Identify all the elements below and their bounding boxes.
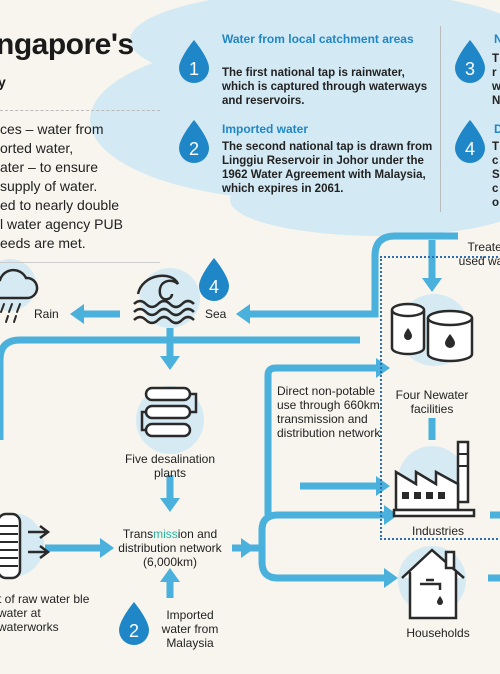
water-drop-2-icon: 2 [179, 120, 209, 163]
transmission-text: ion and [177, 527, 218, 541]
tap2-title: Imported water [222, 122, 309, 136]
house-icon [401, 548, 465, 620]
tap3-line: r [492, 67, 497, 79]
waterworks-label: t of raw water ble water at waterworks [0, 592, 90, 634]
page-title: ngapore's [0, 28, 134, 61]
tap-number: 4 [209, 277, 219, 297]
tap3-title: N [494, 32, 500, 46]
tap3-line: w [492, 81, 500, 93]
imported-water-label: Imported water from Malaysia [161, 608, 219, 650]
intro-line: supply of water. [0, 178, 98, 194]
industries-label: Industries [411, 524, 465, 538]
transmission-text: Trans [122, 527, 154, 541]
water-drop-2-icon: 2 [119, 602, 149, 645]
tap4-line: T [492, 141, 500, 153]
sea-wave-icon [133, 274, 195, 325]
waterworks-icon [0, 512, 51, 580]
divider [0, 110, 160, 111]
tap-number: 2 [129, 621, 139, 641]
intro-line: ces – water from [0, 121, 104, 137]
intro-text: ces – water from orted water, ater – to … [0, 120, 170, 253]
water-drop-3-icon: 3 [455, 40, 485, 83]
intro-line: ater – to ensure [0, 159, 99, 175]
page-subtitle: y [0, 74, 6, 90]
direct-use-label: Direct non-potable use through 660km tra… [277, 384, 381, 440]
sea-label: Sea [205, 307, 227, 321]
factory-icon [392, 440, 476, 518]
tap1-title: Water from local catchment areas [222, 32, 414, 46]
transmission-text: (6,000km) [142, 555, 198, 569]
tap2-body: The second national tap is drawn from Li… [222, 141, 433, 195]
tap4-line: o [492, 197, 500, 209]
transmission-text: miss [153, 527, 178, 541]
water-drop-1-icon: 1 [179, 40, 209, 83]
tap4-line: c [492, 155, 499, 167]
tap3-line: T [492, 53, 500, 65]
intro-line: l water agency PUB [0, 216, 123, 232]
tap4-line: c [492, 183, 499, 195]
divider [0, 262, 160, 263]
transmission-label: Transmission and distribution network (6… [103, 527, 237, 569]
divider [440, 26, 441, 212]
desalination-label: Five desalination plants [124, 452, 216, 480]
transmission-text: distribution network [118, 541, 222, 555]
tap-number: 2 [189, 139, 199, 159]
intro-line: ed to nearly double [0, 197, 120, 213]
rain-cloud-icon [0, 268, 39, 323]
tap4-body: T c S c o [492, 140, 500, 210]
tap3-body: T r w N [492, 52, 500, 108]
treated-water-label: Treated used water [458, 240, 500, 268]
tap4-title: D [494, 122, 500, 136]
water-drop-4-icon: 4 [455, 120, 485, 163]
rain-label: Rain [34, 307, 59, 321]
tap1-body: The first national tap is rainwater, whi… [222, 67, 428, 107]
tap3-line: N [492, 95, 500, 107]
desalination-plant-icon [140, 386, 198, 438]
newater-label: Four Newater facilities [395, 388, 469, 416]
tap-number: 1 [189, 59, 199, 79]
tap-number: 4 [465, 139, 475, 159]
newater-tanks-icon [390, 302, 474, 363]
tap-number: 3 [465, 59, 475, 79]
intro-line: eeds are met. [0, 235, 86, 251]
newater-boundary [380, 256, 500, 540]
tap4-line: S [492, 169, 500, 181]
intro-line: orted water, [0, 140, 74, 156]
households-label: Households [406, 626, 470, 640]
water-drop-4-icon: 4 [199, 258, 229, 301]
